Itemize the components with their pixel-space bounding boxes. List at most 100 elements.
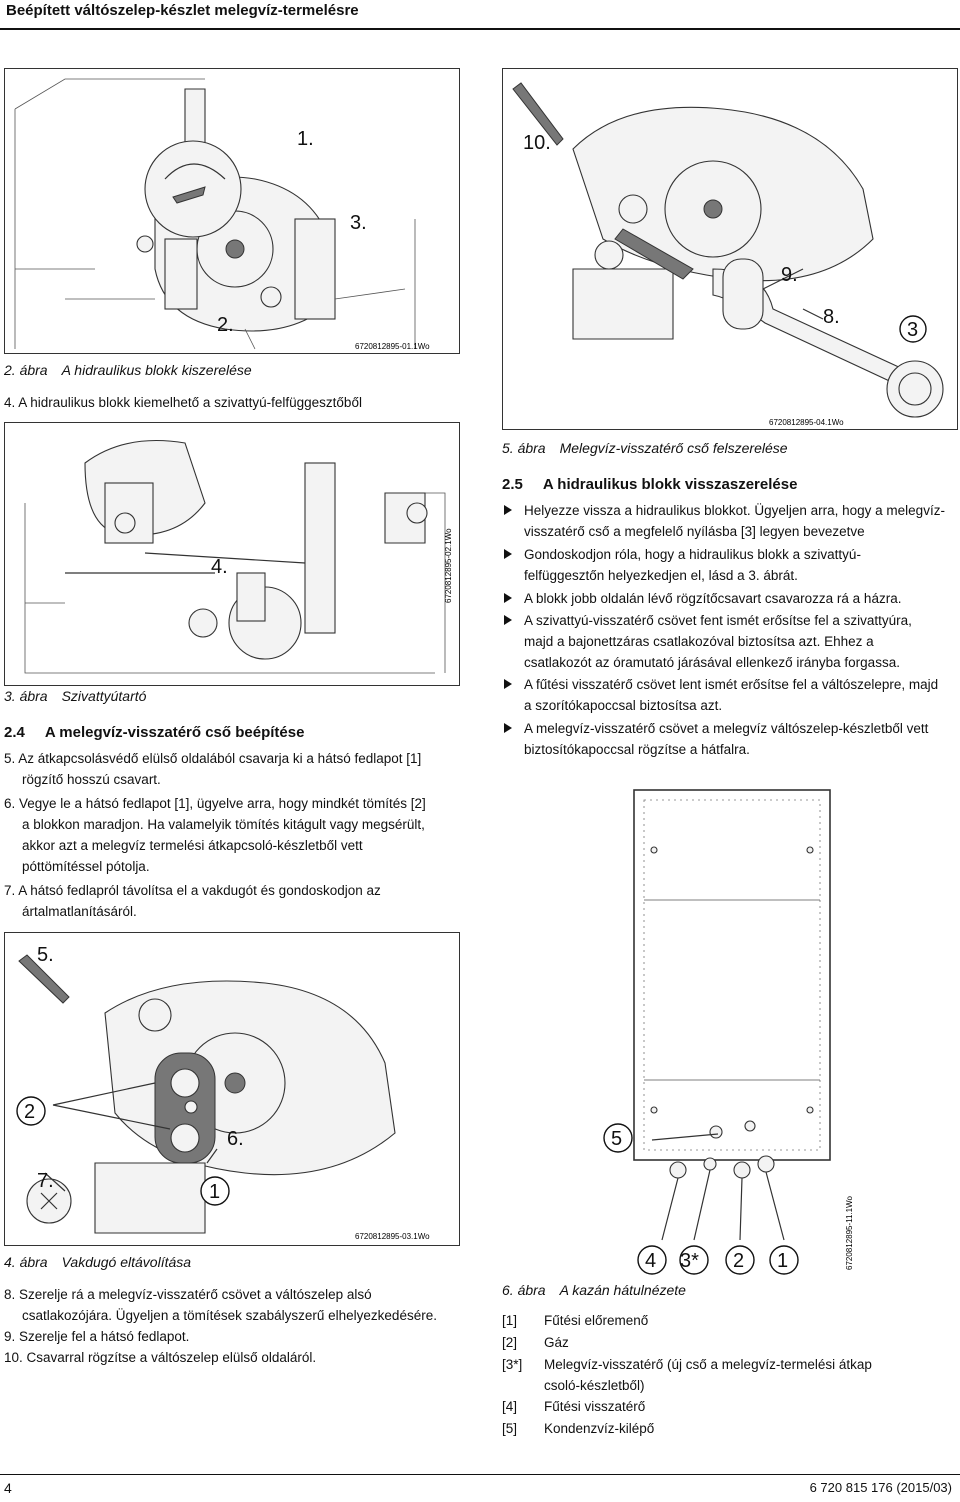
fig4-callout-5: 5. <box>37 944 54 966</box>
legend-key-2: [2] <box>502 1335 518 1350</box>
fig4-reference: 6720812895-03.1Wo <box>355 1232 430 1241</box>
section-2-4-title: A melegvíz-visszatérő cső beépítése <box>44 724 305 741</box>
fig6-reference: 6720812895-11.1Wo <box>845 1195 854 1270</box>
bullet-5-line-1: A fűtési visszatérő csövet lent ismét er… <box>524 677 939 692</box>
legend-row-3: [3*] Melegvíz-visszatérő (új cső a melegv… <box>502 1354 872 1396</box>
figure-6-illustration: 5 4 3* 2 1 6720812895-11.1Wo <box>502 780 958 1278</box>
fig6-caption-number: 6. ábra <box>502 1282 546 1298</box>
document-number: 6 720 815 176 (2015/03) <box>809 1480 952 1495</box>
bullet-1: Helyezze vissza a hidraulikus blokkot. Ü… <box>502 500 958 542</box>
bullet-arrow-icon <box>504 679 512 689</box>
figure-4-illustration: 5. 2 6. 7. 1 6720812895-03.1Wo <box>4 932 460 1246</box>
fig4-callout-6: 6. <box>227 1128 244 1150</box>
page-header-title: Beépített váltószelep-készlet melegvíz-t… <box>6 2 359 19</box>
fig5-caption-number: 5. ábra <box>502 440 546 456</box>
fig6-callout-3star: 3* <box>680 1250 699 1272</box>
steps-5-7: 5. Az átkapcsolásvédő elülső oldalából c… <box>4 748 460 922</box>
legend-key-4: [4] <box>502 1399 518 1414</box>
fig2-caption: 2. ábra A hidraulikus blokk kiszerelése <box>4 362 252 378</box>
fig2-callout-1: 1. <box>297 128 314 150</box>
fig4-caption-text: Vakdugó eltávolítása <box>61 1254 192 1270</box>
legend-row-5: [5] Kondenzvíz-kilépő <box>502 1418 654 1439</box>
figure-2-illustration: 1. 3. 2. 6720812895-01.1Wo <box>4 68 460 354</box>
step-6-line-3: akkor azt a melegvíz termelési átkapcsol… <box>22 838 363 853</box>
legend-text-5: Kondenzvíz-kilépő <box>544 1421 655 1436</box>
figure-5-illustration: 10. 9. 8. 3 6720812895-04.1Wo <box>502 68 958 430</box>
section-2-5-heading: 2.5 A hidraulikus blokk visszaszerelése <box>502 476 797 493</box>
step-10-line-1: 10. Csavarral rögzítse a váltószelep elü… <box>4 1350 317 1365</box>
legend-text-3-cont: csoló-készletből) <box>544 1378 645 1393</box>
bullet-2-line-2: felfüggesztőn helyezkedjen el, lásd a 3.… <box>524 568 798 583</box>
bullet-3-line-1: A blokk jobb oldalán lévő rögzítőcsavart… <box>524 591 902 606</box>
bullet-1-line-2: visszatérő cső a megfelelő nyílásba [3] … <box>524 524 865 539</box>
bullet-arrow-icon <box>504 615 512 625</box>
fig6-callout-5: 5 <box>611 1128 622 1150</box>
bullet-6-line-2: biztosítókapoccsal rögzítse a hátfalra. <box>524 742 750 757</box>
fig4-callout-1: 1 <box>209 1181 220 1203</box>
fig5-reference: 6720812895-04.1Wo <box>769 418 844 427</box>
bullet-1-line-1: Helyezze vissza a hidraulikus blokkot. Ü… <box>524 503 945 518</box>
step-5-line-2: rögzítő hosszú csavart. <box>22 772 161 787</box>
bullet-2-line-1: Gondoskodjon róla, hogy a hidraulikus bl… <box>524 547 861 562</box>
section-2-5-number: 2.5 <box>502 476 523 493</box>
fig3-callout-4: 4. <box>211 556 228 578</box>
bullet-5: A fűtési visszatérő csövet lent ismét er… <box>502 674 958 716</box>
fig4-caption-number: 4. ábra <box>4 1254 48 1270</box>
step-8-line-1: 8. Szerelje rá a melegvíz-visszatérő csö… <box>4 1287 372 1302</box>
bullet-5-line-2: a szorítókapoccsal biztosítsa azt. <box>524 698 723 713</box>
bullet-arrow-icon <box>504 549 512 559</box>
bullet-6: A melegvíz-visszatérő csövet a melegvíz … <box>502 718 958 760</box>
fig6-caption: 6. ábra A kazán hátulnézete <box>502 1282 686 1298</box>
figure-3-illustration: 4. 6720812895-02.1Wo <box>4 422 460 686</box>
fig3-caption-number: 3. ábra <box>4 688 48 704</box>
bullet-3: A blokk jobb oldalán lévő rögzítőcsavart… <box>502 588 958 609</box>
fig2-caption-text: A hidraulikus blokk kiszerelése <box>61 362 252 378</box>
fig5-callout-8: 8. <box>823 306 840 328</box>
fig2-callout-2: 2. <box>217 314 234 336</box>
legend-key-1: [1] <box>502 1313 518 1328</box>
fig5-callout-9: 9. <box>781 264 798 286</box>
fig4-callout-2: 2 <box>24 1101 35 1123</box>
legend-text-3: Melegvíz-visszatérő (új cső a melegvíz-t… <box>544 1357 872 1372</box>
bullet-2: Gondoskodjon róla, hogy a hidraulikus bl… <box>502 544 958 586</box>
fig6-caption-text: A kazán hátulnézete <box>559 1282 686 1298</box>
step-6-line-4: póttömítéssel pótolja. <box>22 859 150 874</box>
fig5-caption-text: Melegvíz-visszatérő cső felszerelése <box>559 440 788 456</box>
fig3-caption-text: Szivattyútartó <box>61 688 147 704</box>
fig5-callout-10: 10. <box>523 132 551 154</box>
bullet-arrow-icon <box>504 723 512 733</box>
fig3-reference: 6720812895-02.1Wo <box>444 528 453 603</box>
legend-key-5: [5] <box>502 1421 518 1436</box>
bullet-4-line-2: majd a bajonettzáras csatlakozóval bizto… <box>524 634 874 649</box>
fig2-reference: 6720812895-01.1Wo <box>355 342 430 351</box>
fig6-callout-2: 2 <box>733 1250 744 1272</box>
steps-8-10: 8. Szerelje rá a melegvíz-visszatérő csö… <box>4 1284 460 1368</box>
legend-text-2: Gáz <box>544 1335 569 1350</box>
step-6-line-2: a blokkon maradjon. Ha valamelyik tömíté… <box>22 817 425 832</box>
fig5-callout-3: 3 <box>907 319 918 341</box>
header-rule <box>0 28 960 30</box>
bullet-arrow-icon <box>504 505 512 515</box>
fig4-callout-7: 7. <box>37 1170 54 1192</box>
section-2-4-number: 2.4 <box>4 724 25 741</box>
step-6-line-1: 6. Vegye le a hátsó fedlapot [1], ügyelv… <box>4 796 426 811</box>
fig3-caption: 3. ábra Szivattyútartó <box>4 688 146 704</box>
step-4: 4. A hidraulikus blokk kiemelhető a sziv… <box>4 395 362 410</box>
section-2-5-title: A hidraulikus blokk visszaszerelése <box>542 476 798 493</box>
bullet-4-line-1: A szivattyú-visszatérő csövet fent ismét… <box>524 613 912 628</box>
legend-row-1: [1] Fűtési előremenő <box>502 1310 648 1331</box>
fig2-callout-3: 3. <box>350 212 367 234</box>
legend-key-3: [3*] <box>502 1357 523 1372</box>
bullet-4: A szivattyú-visszatérő csövet fent ismét… <box>502 610 958 673</box>
step-5-line-1: 5. Az átkapcsolásvédő elülső oldalából c… <box>4 751 422 766</box>
section-2-4-heading: 2.4 A melegvíz-visszatérő cső beépítése <box>4 724 304 741</box>
legend-row-4: [4] Fűtési visszatérő <box>502 1396 645 1417</box>
legend-text-1: Fűtési előremenő <box>544 1313 649 1328</box>
fig4-caption: 4. ábra Vakdugó eltávolítása <box>4 1254 191 1270</box>
fig6-callout-4: 4 <box>645 1250 656 1272</box>
fig2-caption-number: 2. ábra <box>4 362 48 378</box>
bullet-6-line-1: A melegvíz-visszatérő csövet a melegvíz … <box>524 721 929 736</box>
step-8-line-2: csatlakozójára. Ügyeljen a tömítések sza… <box>22 1308 437 1323</box>
step-9-line-1: 9. Szerelje fel a hátsó fedlapot. <box>4 1329 190 1344</box>
legend-text-4: Fűtési visszatérő <box>544 1399 646 1414</box>
